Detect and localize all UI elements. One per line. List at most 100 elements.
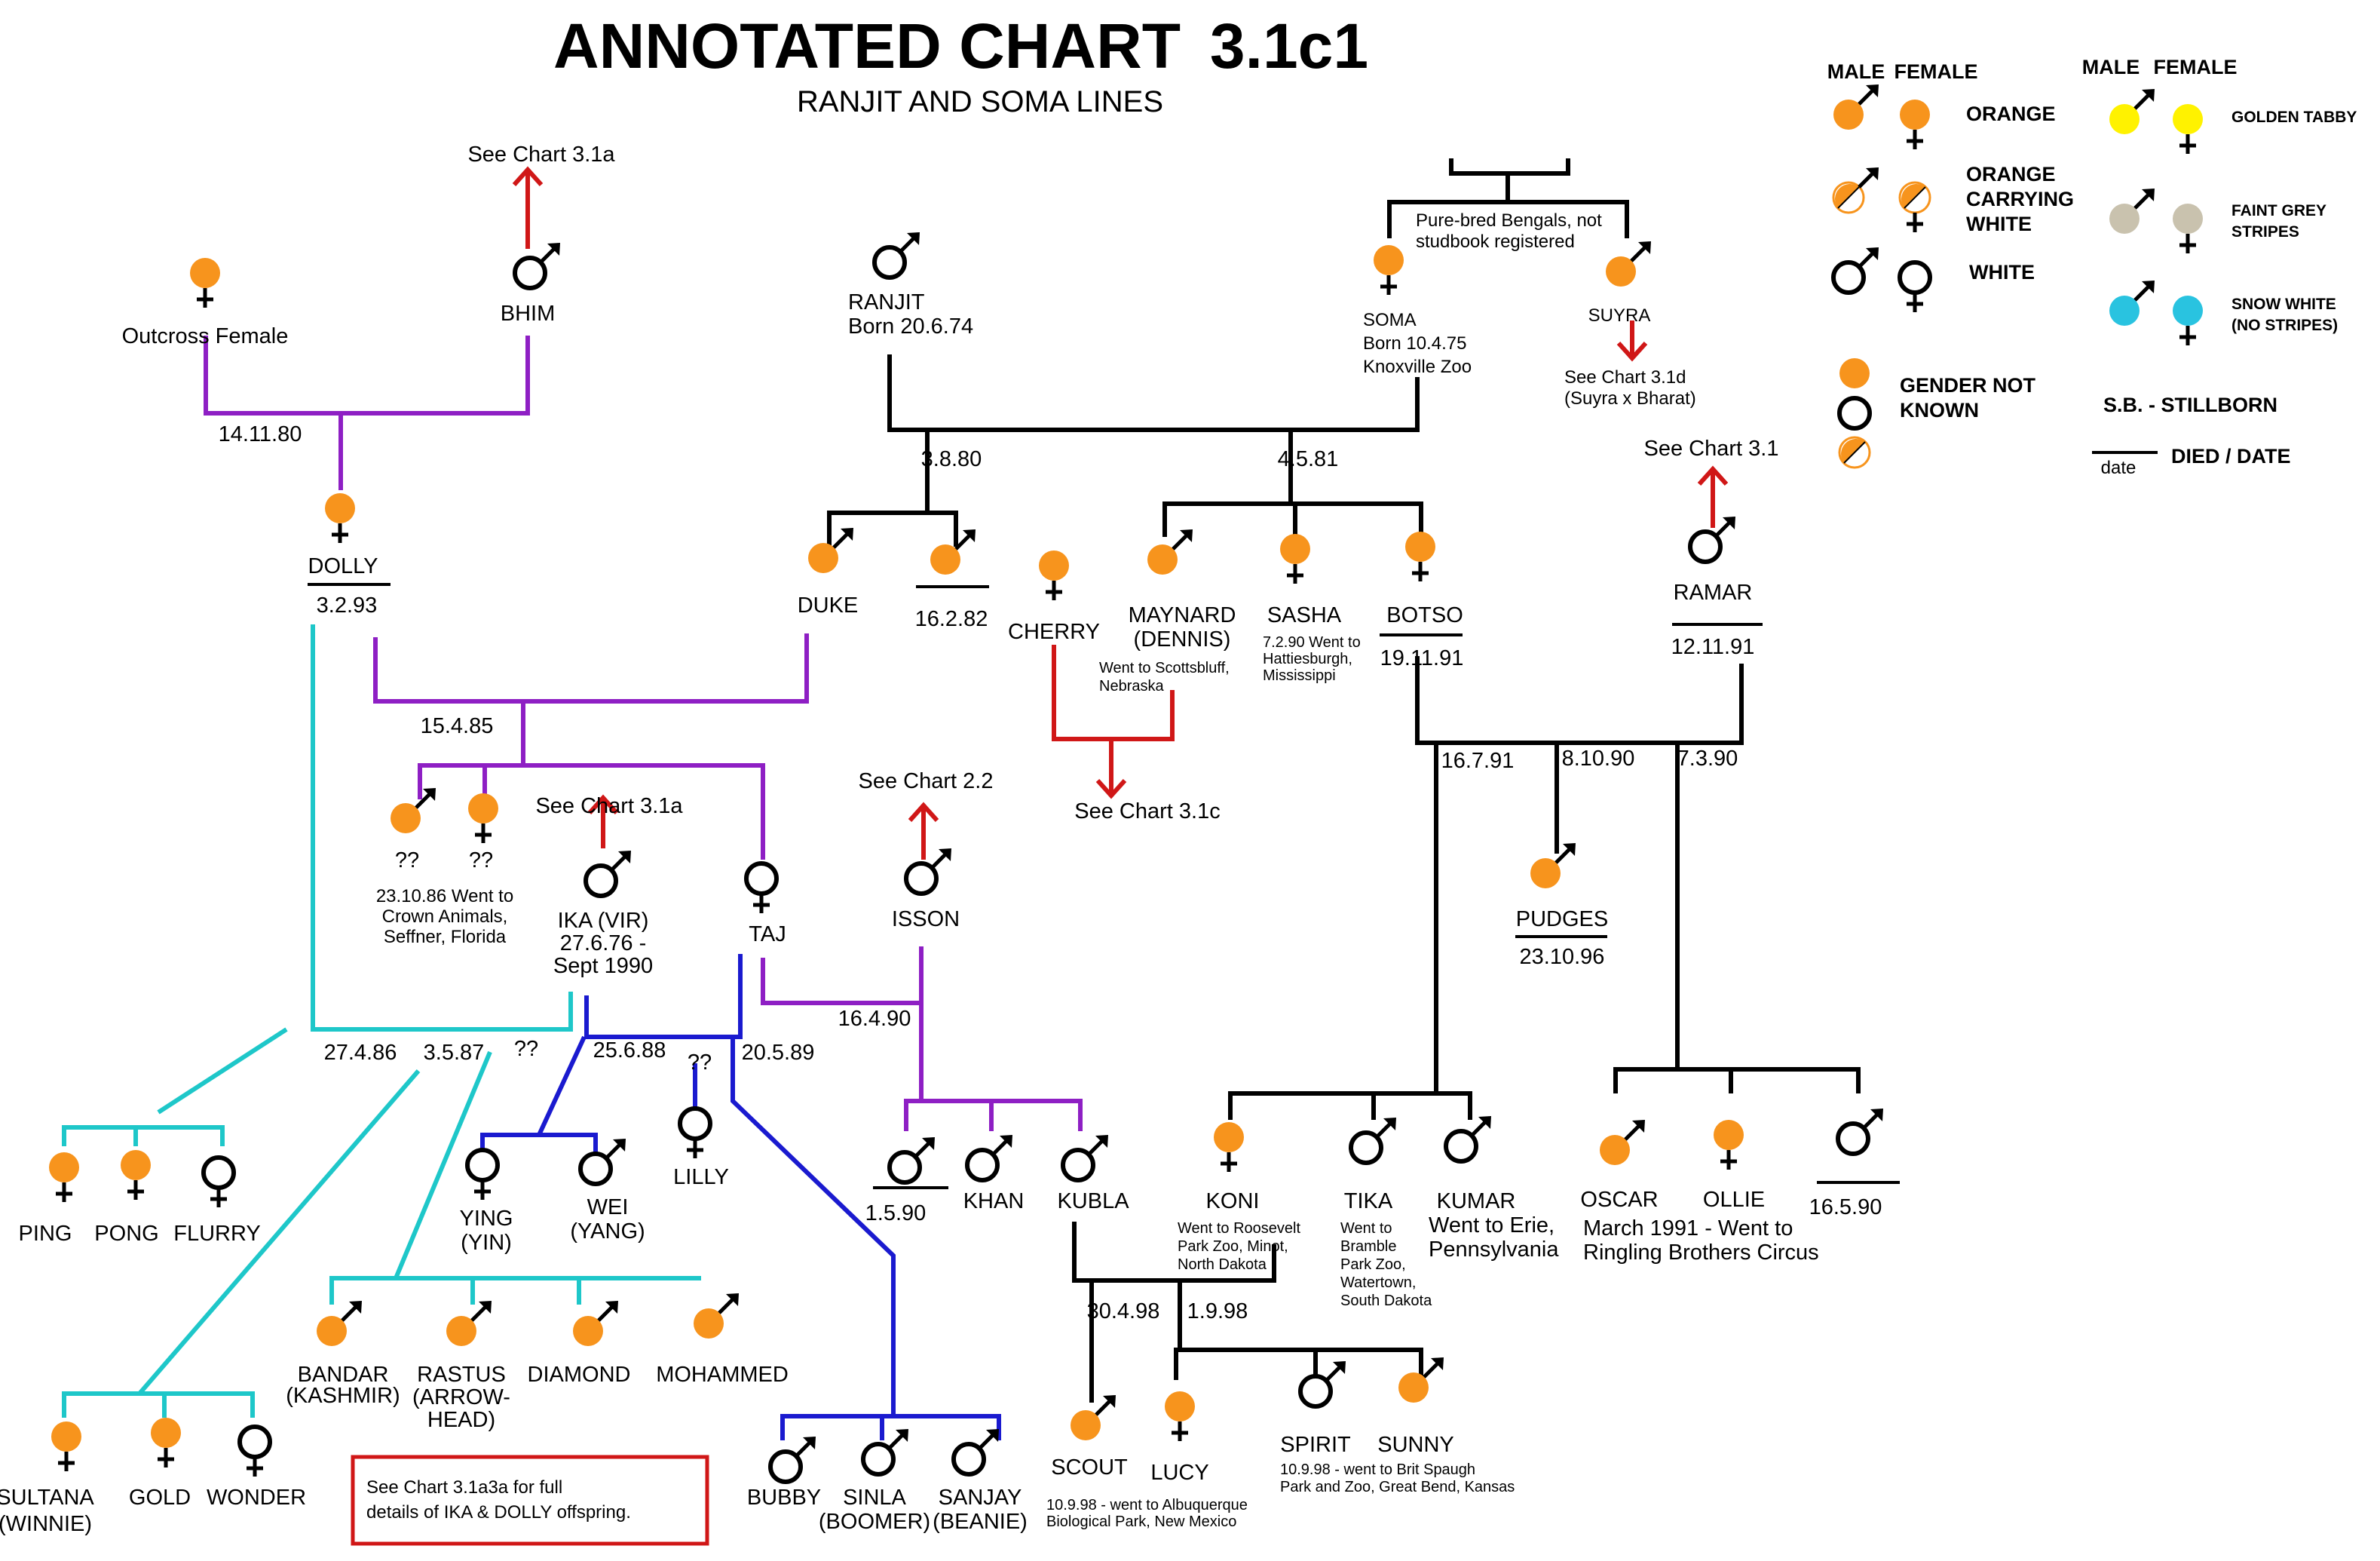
sunny-label: SUNNY xyxy=(1377,1433,1454,1457)
cat-dolly-female-sign xyxy=(332,523,348,543)
scout-note-line-0: 10.9.98 - went to Albuquerque xyxy=(1046,1497,1248,1513)
cat-khan-male-sign xyxy=(991,1135,1012,1156)
kumar-note-line-0: Went to Erie, xyxy=(1429,1213,1555,1237)
see-31c: See Chart 3.1c xyxy=(1074,799,1220,823)
cat-taj-female-sign xyxy=(753,894,770,913)
cat-bubby xyxy=(768,1449,803,1484)
cat-sunny xyxy=(1398,1372,1429,1403)
litter-16791-bar xyxy=(1228,1091,1472,1120)
taj-ika-line xyxy=(584,954,743,1039)
flurry-label: FLURRY xyxy=(173,1222,261,1246)
litter-7390-bar xyxy=(1613,1067,1861,1093)
cat-oscar-male-sign xyxy=(1624,1120,1645,1141)
unknown-2-label: ?? xyxy=(469,848,493,873)
died-16590: 16.5.90 xyxy=(1809,1195,1882,1219)
cat-ramar xyxy=(1688,529,1723,564)
legend-white-male-male-sign xyxy=(1858,247,1879,268)
bengals-note-line-0: Pure-bred Bengals, not xyxy=(1416,210,1602,231)
litter-1998-drop xyxy=(1174,1280,1182,1380)
see-22: See Chart 2.2 xyxy=(859,769,994,793)
ika-label-line-0: IKA (VIR) xyxy=(558,909,649,933)
cat-diamond xyxy=(573,1316,603,1346)
date-16791: 16.7.91 xyxy=(1441,749,1515,773)
date-141180: 14.11.80 xyxy=(219,422,302,446)
cat-diamond-male-sign xyxy=(597,1301,618,1322)
cat-ika xyxy=(584,863,618,898)
litter-20589-line xyxy=(731,1037,896,1416)
cat-ika-male-sign xyxy=(610,851,631,872)
cat-ramar-male-sign xyxy=(1714,517,1735,538)
litter-q3-diag xyxy=(394,1050,492,1280)
legend-male-header-2: MALE xyxy=(2082,56,2140,78)
rastus-label-line-0: RASTUS xyxy=(417,1363,506,1387)
cat-kubla xyxy=(1061,1148,1095,1182)
sultana-label-line-0: SULTANA xyxy=(0,1486,94,1510)
sasha-note-line-2: Mississippi xyxy=(1263,667,1336,684)
cat-pudges xyxy=(1530,858,1561,888)
legend-orange-label: ORANGE xyxy=(1966,103,2056,125)
cat-cherry xyxy=(1039,550,1069,581)
rastus-label-line-1: (ARROW- xyxy=(412,1385,510,1409)
cat-koni-female-sign xyxy=(1221,1152,1237,1172)
date-3587: 3.5.87 xyxy=(424,1041,485,1065)
date-q4: ?? xyxy=(688,1050,712,1075)
cat-sanjay-male-sign xyxy=(978,1429,999,1450)
legend-ocw-label-line-1: CARRYING xyxy=(1966,188,2074,210)
tika-note-line-1: Bramble xyxy=(1340,1238,1396,1255)
legend-orange-male xyxy=(1833,100,1864,130)
legend-golden-female-female-sign xyxy=(2179,134,2196,154)
lucy-label: LUCY xyxy=(1150,1461,1208,1485)
legend-white-label: WHITE xyxy=(1969,261,2035,284)
maynard-label-line-1: (DENNIS) xyxy=(1134,627,1231,652)
legend-golden-male-male-sign xyxy=(2133,89,2155,110)
suyra-label: SUYRA xyxy=(1588,305,1651,326)
tika-label: TIKA xyxy=(1344,1189,1393,1213)
date-q3: ?? xyxy=(514,1037,538,1061)
litter-20589-bar xyxy=(780,1414,1001,1440)
cat-sasha-female-sign xyxy=(1287,564,1303,584)
legend-grey-label-line-1: STRIPES xyxy=(2231,223,2299,241)
cat-pudges-male-sign xyxy=(1555,843,1576,864)
cat-ranjit xyxy=(872,245,907,280)
cat-sasha xyxy=(1280,534,1310,564)
cat-soma xyxy=(1374,245,1404,275)
unknown-note-line-0: 23.10.86 Went to xyxy=(376,886,513,906)
legend-male-header: MALE xyxy=(1827,60,1885,83)
bhim-to-31a-arrow-head xyxy=(512,166,544,187)
sanjay-label-line-1: (BEANIE) xyxy=(933,1510,1028,1534)
bengals-note-line-1: studbook registered xyxy=(1416,232,1575,252)
outcross-label: Outcross Female xyxy=(122,324,289,348)
tika-note-line-3: Watertown, xyxy=(1340,1274,1416,1291)
botso-label: BOTSO xyxy=(1386,603,1463,627)
cat-sultana-female-sign xyxy=(58,1452,75,1471)
legend-snow-female-female-sign xyxy=(2179,326,2196,345)
kumar-label: KUMAR xyxy=(1437,1189,1516,1213)
sasha-note-line-1: Hattiesburgh, xyxy=(1263,651,1352,667)
botso-ramar-line xyxy=(1415,656,1744,745)
legend-ocw-male-male-sign xyxy=(1858,167,1879,189)
khan-label: KHAN xyxy=(963,1189,1025,1213)
oscar-label: OSCAR xyxy=(1580,1188,1658,1212)
cat-scout-male-sign xyxy=(1095,1395,1116,1416)
cat-rastus-male-sign xyxy=(470,1301,492,1322)
cat-spirit xyxy=(1298,1374,1333,1409)
cat-cherry-female-sign xyxy=(1046,581,1062,600)
tika-note-line-0: Went to xyxy=(1340,1220,1392,1237)
legend-grey-male xyxy=(2109,204,2140,234)
see-31a-top: See Chart 3.1a xyxy=(467,143,615,167)
cat-mohammed-male-sign xyxy=(718,1293,739,1314)
cat-16282 xyxy=(930,544,960,575)
tika-note-line-4: South Dakota xyxy=(1340,1293,1432,1309)
date-15485: 15.4.85 xyxy=(421,714,494,738)
legend-snow-female xyxy=(2173,296,2203,326)
legend-unknown-orange xyxy=(1839,358,1870,388)
cat-lucy-female-sign xyxy=(1172,1421,1188,1441)
maynard-label-line-0: MAYNARD xyxy=(1129,603,1236,627)
cat-dolly xyxy=(325,493,355,523)
cat-botso-female-sign xyxy=(1412,562,1429,581)
scout-label: SCOUT xyxy=(1051,1455,1128,1480)
litter-3587-diag xyxy=(137,1069,421,1395)
legend-orange-female xyxy=(1900,100,1930,130)
